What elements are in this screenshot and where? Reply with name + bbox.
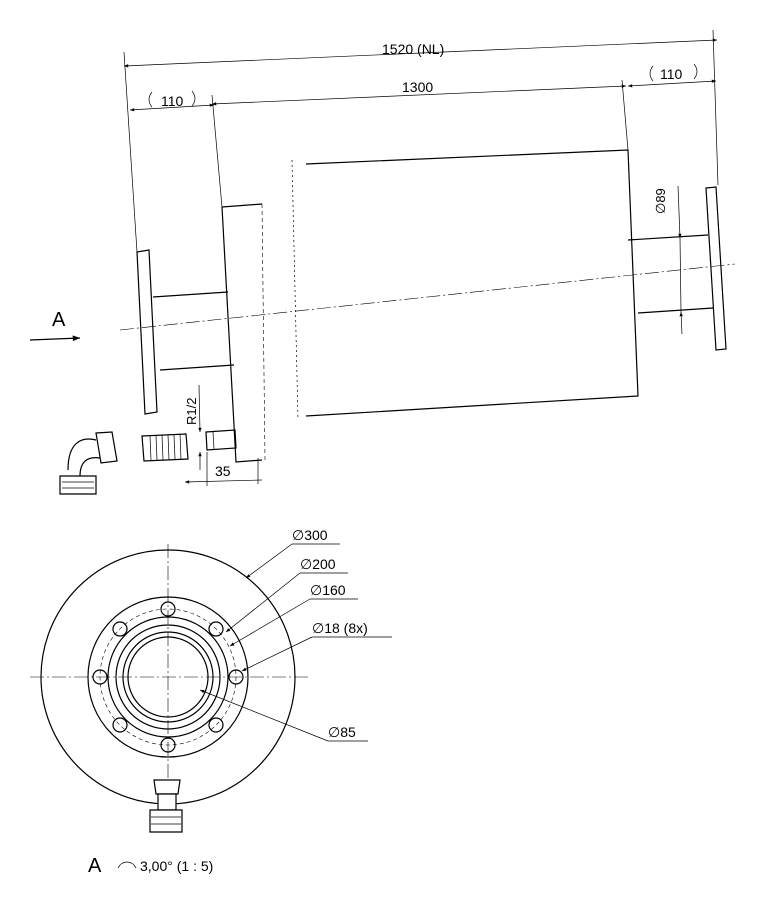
dimension-body-length: 1300: [211, 79, 629, 208]
dimension-nozzle-diameter: ∅89: [653, 185, 683, 335]
caption-label: A: [88, 855, 102, 877]
rotation-symbol: [117, 861, 137, 869]
body-length-label: 1300: [402, 79, 433, 95]
elbow-fitting: [59, 431, 118, 495]
svg-text:∅89: ∅89: [653, 188, 668, 214]
raised-face-circle: [107, 616, 229, 738]
nozzle-diameter-label: 89: [653, 188, 668, 202]
svg-text:∅200: ∅200: [300, 556, 336, 572]
svg-text:∅18 (8x): ∅18 (8x): [312, 620, 368, 636]
left-end-plate: [221, 203, 263, 463]
right-flange: [705, 186, 727, 351]
flange-outer-label: 300: [304, 527, 328, 543]
dimension-overall-length: 1520 (NL): [123, 29, 719, 253]
dimension-right-offset: 110: [627, 63, 717, 88]
thread-length-label: 35: [215, 463, 231, 479]
drain-fitting: [149, 779, 183, 833]
bore-circle: [127, 636, 209, 718]
bolt-holes: [92, 601, 244, 753]
leader-bore: ∅85: [199, 689, 368, 742]
leader-bolt-holes: ∅18 (8x): [241, 620, 392, 672]
bore-label: 85: [340, 724, 356, 740]
right-offset-label: 110: [660, 66, 683, 82]
caption-detail: 3,00° (1 : 5): [140, 858, 213, 874]
main-body: [305, 149, 639, 417]
left-offset-label: 110: [161, 93, 184, 109]
leader-bolt-circle: ∅200: [225, 556, 348, 633]
view-arrow-a: A: [29, 309, 81, 342]
raised-face-label: 160: [322, 582, 346, 598]
bolt-circle: [99, 608, 237, 746]
leader-flange-outer: ∅300: [245, 527, 340, 579]
overall-length-label: 1520 (NL): [382, 41, 444, 57]
front-view: ∅300 ∅200 ∅160 ∅18 (8x) ∅85 A 3,00° (1 :…: [30, 527, 392, 877]
view-arrow-label: A: [52, 309, 66, 331]
bolt-holes-label: 18 (8x): [324, 620, 368, 636]
svg-text:∅85: ∅85: [328, 724, 356, 740]
dimension-thread: R1/2: [184, 384, 202, 470]
left-nozzle: [152, 291, 235, 371]
thread-label: R1/2: [184, 398, 199, 425]
diameter-symbol: ∅: [653, 203, 668, 214]
threaded-nipple: [141, 433, 189, 462]
right-nozzle: [627, 234, 714, 314]
left-flange: [136, 249, 158, 415]
svg-text:∅300: ∅300: [292, 527, 328, 543]
diameter-symbol: ∅: [310, 582, 322, 598]
diameter-symbol: ∅: [312, 620, 324, 636]
diameter-symbol: ∅: [300, 556, 312, 572]
diameter-symbol: ∅: [328, 724, 340, 740]
bolt-circle-label: 200: [312, 556, 336, 572]
leader-raised-face: ∅160: [229, 582, 358, 647]
diameter-symbol: ∅: [292, 527, 304, 543]
dimension-left-offset: 110: [129, 90, 215, 112]
dimension-thread-length: 35: [184, 452, 263, 486]
side-view: A 1520 (NL) 1300 110 110: [29, 29, 736, 495]
view-caption: A 3,00° (1 : 5): [88, 855, 213, 877]
svg-text:∅160: ∅160: [310, 582, 346, 598]
